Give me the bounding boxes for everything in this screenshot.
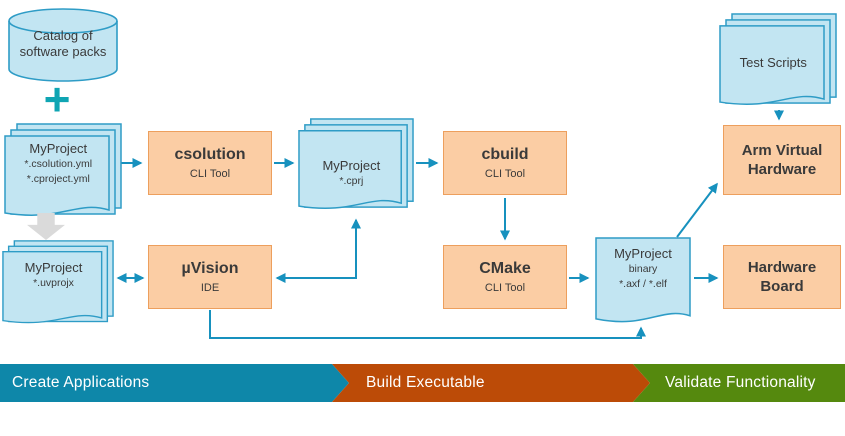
- cbuild-title: cbuild: [481, 146, 529, 164]
- catalog-label-line2: software packs: [19, 44, 107, 59]
- banner-create-applications: Create Applications: [0, 364, 349, 402]
- avh-label-line2: Hardware: [747, 161, 817, 178]
- cprj-doc-line1: *.cprj: [339, 175, 364, 187]
- uvision-title: µVision: [181, 260, 239, 278]
- test-scripts-doc-stack: Test Scripts: [719, 13, 837, 108]
- hardware-board-label-line2: Board: [760, 278, 804, 295]
- yml-doc-title: MyProject: [29, 141, 88, 156]
- binary-doc-line1: binary: [628, 263, 658, 275]
- catalog-cylinder: Catalog of software packs: [6, 6, 120, 84]
- document-stack-shape: [719, 13, 837, 105]
- binary-doc-line2: *.axf / *.elf: [619, 277, 667, 290]
- binary-doc-title: MyProject: [614, 246, 672, 261]
- hardware-board-label-line1: Hardware: [747, 258, 817, 276]
- cbuild-subtitle: CLI Tool: [484, 167, 526, 180]
- arrow-uvision-cprj-bidirectional: [275, 218, 361, 283]
- banner-build-executable: Build Executable: [332, 364, 650, 402]
- avh-box: Arm Virtual Hardware: [723, 125, 841, 195]
- cylinder-shape: [8, 8, 118, 82]
- yml-doc-stack: MyProject *.csolution.yml *.cproject.yml: [4, 123, 122, 219]
- uvprojx-doc-title: MyProject: [24, 260, 83, 275]
- binary-doc: MyProject binary *.axf / *.elf: [595, 237, 691, 325]
- banner-validate-label: Validate Functionality: [665, 374, 816, 391]
- cmake-subtitle: CLI Tool: [484, 281, 526, 294]
- cprj-doc-stack: MyProject *.cprj: [298, 118, 414, 212]
- banner-create-label: Create Applications: [12, 374, 150, 391]
- test-scripts-title: Test Scripts: [739, 55, 807, 70]
- cbuild-box: cbuild CLI Tool: [443, 131, 567, 195]
- csolution-box: csolution CLI Tool: [148, 131, 272, 195]
- uvision-box: µVision IDE: [148, 245, 272, 309]
- document-stack-shape: [4, 123, 122, 216]
- document-shape: [595, 237, 691, 323]
- document-stack-shape: [298, 118, 414, 210]
- arrow-binary-to-avh: [676, 182, 718, 238]
- uvprojx-doc-stack: MyProject *.uvprojx: [2, 240, 114, 326]
- cmake-box: CMake CLI Tool: [443, 245, 567, 309]
- avh-label-line1: Arm Virtual: [741, 141, 823, 159]
- banner-build-label: Build Executable: [366, 374, 485, 391]
- cmake-title: CMake: [479, 260, 531, 278]
- document-stack-shape: [2, 240, 114, 324]
- uvision-subtitle: IDE: [200, 281, 220, 294]
- hardware-board-box: Hardware Board: [723, 245, 841, 309]
- uvprojx-doc-line1: *.uvprojx: [33, 277, 74, 289]
- csolution-title: csolution: [174, 146, 246, 164]
- banner-validate-functionality: Validate Functionality: [633, 364, 845, 402]
- yml-doc-line1: *.csolution.yml: [24, 158, 93, 170]
- cprj-doc-title: MyProject: [322, 158, 381, 173]
- yml-doc-line2: *.cproject.yml: [26, 172, 90, 185]
- catalog-label-line1: Catalog of: [33, 28, 93, 43]
- arrow-uvision-to-binary: [209, 310, 646, 339]
- plus-icon: +: [43, 73, 71, 125]
- csolution-subtitle: CLI Tool: [189, 167, 231, 180]
